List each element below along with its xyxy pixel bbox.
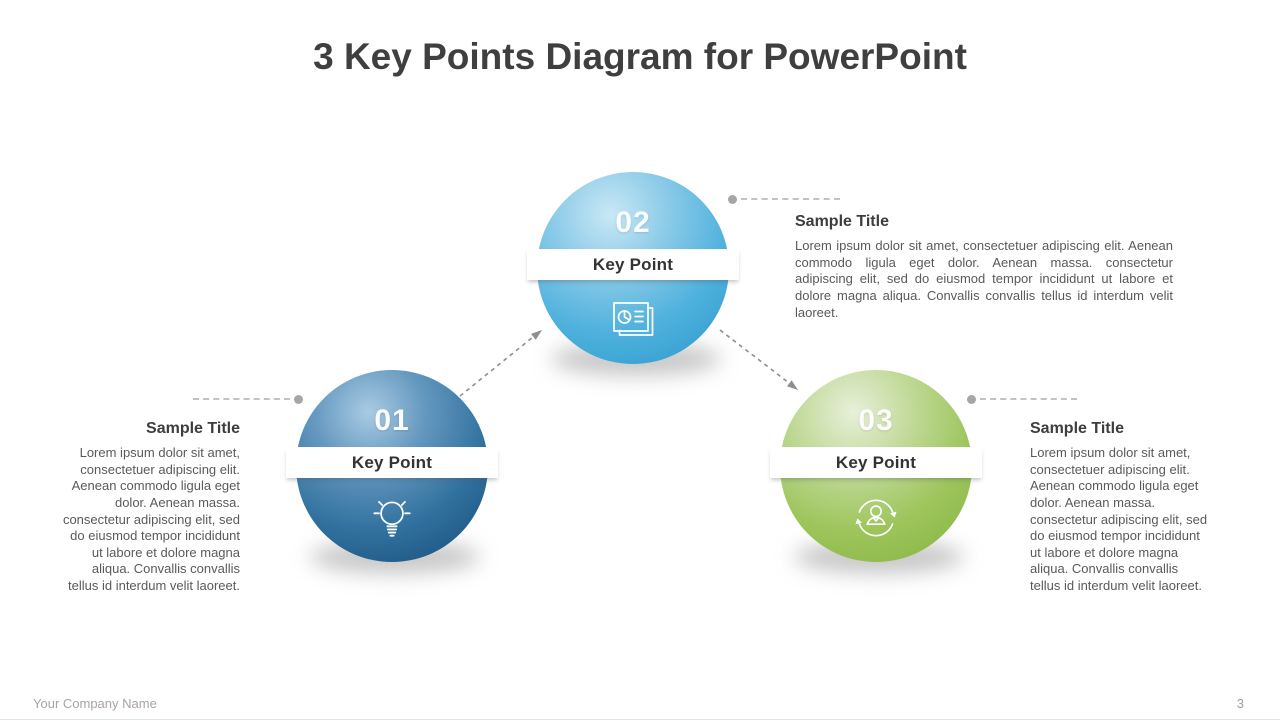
person-sync-icon xyxy=(780,489,972,547)
sample-title-heading: Sample Title xyxy=(795,213,889,230)
key-point-sphere-02: 02 Key Point xyxy=(527,172,739,376)
key-point-band: Key Point xyxy=(527,249,739,280)
point-number: 01 xyxy=(374,404,410,437)
arrow-01-to-02-icon xyxy=(459,330,542,397)
connector-dot xyxy=(294,395,303,404)
key-point-band: Key Point xyxy=(770,447,982,478)
sample-title-heading: Sample Title xyxy=(146,420,240,437)
presentation-slides-icon xyxy=(537,291,729,349)
connector-dot xyxy=(728,195,737,204)
sample-body-text: Lorem ipsum dolor sit amet, consectetuer… xyxy=(795,238,1173,320)
dashed-line xyxy=(741,198,840,200)
connector-line-03 xyxy=(967,395,1077,404)
connector-dot xyxy=(967,395,976,404)
key-point-sphere-01: 01 Key Point xyxy=(286,370,498,574)
key-point-label: Key Point xyxy=(592,254,674,274)
point-number: 03 xyxy=(858,404,894,437)
arrow-02-to-03-icon xyxy=(719,329,798,390)
key-point-band: Key Point xyxy=(286,447,498,478)
footer-page-number: 3 xyxy=(1236,696,1244,711)
text-block-03: Sample Title Lorem ipsum dolor sit amet,… xyxy=(1030,420,1210,595)
dashed-line xyxy=(980,398,1077,400)
dashed-line xyxy=(193,398,290,400)
footer-company-name: Your Company Name xyxy=(33,696,157,711)
sample-body-text: Lorem ipsum dolor sit amet, consectetuer… xyxy=(1030,445,1208,593)
key-point-sphere-03: 03 Key Point xyxy=(770,370,982,574)
sample-body-text: Lorem ipsum dolor sit amet, consectetuer… xyxy=(62,445,240,593)
lightbulb-icon xyxy=(296,489,488,547)
connector-line-01 xyxy=(193,395,303,404)
text-block-01: Sample Title Lorem ipsum dolor sit amet,… xyxy=(58,420,240,595)
point-number: 02 xyxy=(615,206,651,239)
key-point-label: Key Point xyxy=(835,452,917,472)
page-title: 3 Key Points Diagram for PowerPoint xyxy=(313,36,967,77)
key-point-label: Key Point xyxy=(351,452,433,472)
connector-line-02 xyxy=(728,195,840,204)
sample-title-heading: Sample Title xyxy=(1030,420,1124,437)
text-block-02: Sample Title Lorem ipsum dolor sit amet,… xyxy=(795,213,1173,321)
